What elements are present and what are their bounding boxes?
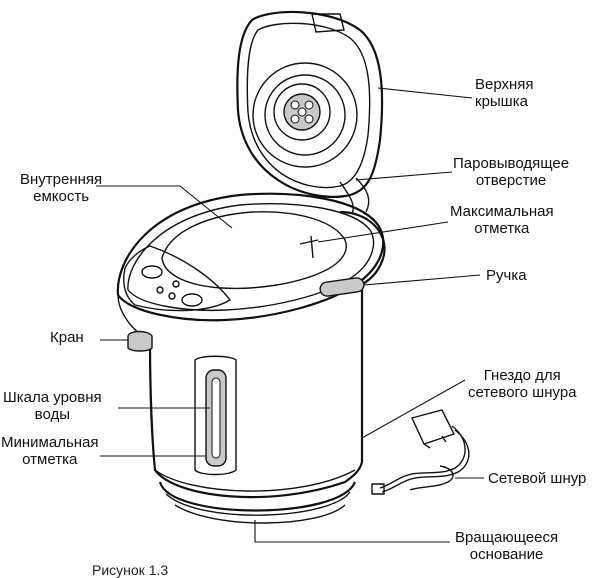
label-steam-vent: Паровыводящее отверстие xyxy=(453,155,569,189)
label-handle-line1: Ручка xyxy=(486,267,527,284)
label-steam-vent-line1: Паровыводящее xyxy=(453,155,570,172)
label-power-cord: Сетевой шнур xyxy=(488,470,586,487)
label-power-cord-line1: Сетевой шнур xyxy=(488,470,587,487)
label-top-lid-line1: Верхняя xyxy=(475,76,534,93)
tap-part xyxy=(127,330,153,352)
figure-caption: Рисунок 1.3 xyxy=(92,562,169,578)
label-max-mark-line2: отметка xyxy=(474,220,530,237)
label-rotating-base-line2: основание xyxy=(469,546,544,563)
label-water-scale-line1: Шкала уровня xyxy=(3,389,102,406)
label-handle: Ручка xyxy=(486,267,527,284)
pot-body xyxy=(117,290,364,524)
handle-part xyxy=(319,210,386,297)
label-top-lid-line2: крышка xyxy=(475,93,528,110)
label-max-mark: Максимальная отметка xyxy=(450,203,554,237)
label-water-scale-line2: воды xyxy=(34,406,70,423)
label-power-socket: Гнездо для сетевого шнура xyxy=(468,367,577,401)
label-min-mark-line1: Минимальная xyxy=(1,434,99,451)
label-max-mark-line1: Максимальная xyxy=(450,203,554,220)
label-rotating-base-line1: Вращающееся xyxy=(455,529,559,546)
label-water-scale: Шкала уровня воды xyxy=(3,389,102,423)
water-window xyxy=(194,355,237,476)
label-power-socket-line2: сетевого шнура xyxy=(468,384,577,401)
top-lid xyxy=(236,10,384,215)
label-rotating-base: Вращающееся основание xyxy=(455,529,558,563)
power-cord-part xyxy=(371,409,470,495)
label-top-lid: Верхняя крышка xyxy=(475,76,534,110)
label-min-mark: Минимальная отметка xyxy=(1,434,99,468)
label-power-socket-line1: Гнездо для xyxy=(483,367,561,384)
label-tap: Кран xyxy=(50,329,84,346)
label-tap-line1: Кран xyxy=(50,329,84,346)
label-steam-vent-line2: отверстие xyxy=(475,172,547,189)
label-inner-container: Внутренняя емкость xyxy=(20,171,102,205)
label-inner-container-line2: емкость xyxy=(33,188,90,205)
max-mark-line xyxy=(299,235,319,259)
label-min-mark-line2: отметка xyxy=(22,451,78,468)
label-inner-container-line1: Внутренняя xyxy=(20,171,103,188)
leader-lines xyxy=(96,87,484,543)
